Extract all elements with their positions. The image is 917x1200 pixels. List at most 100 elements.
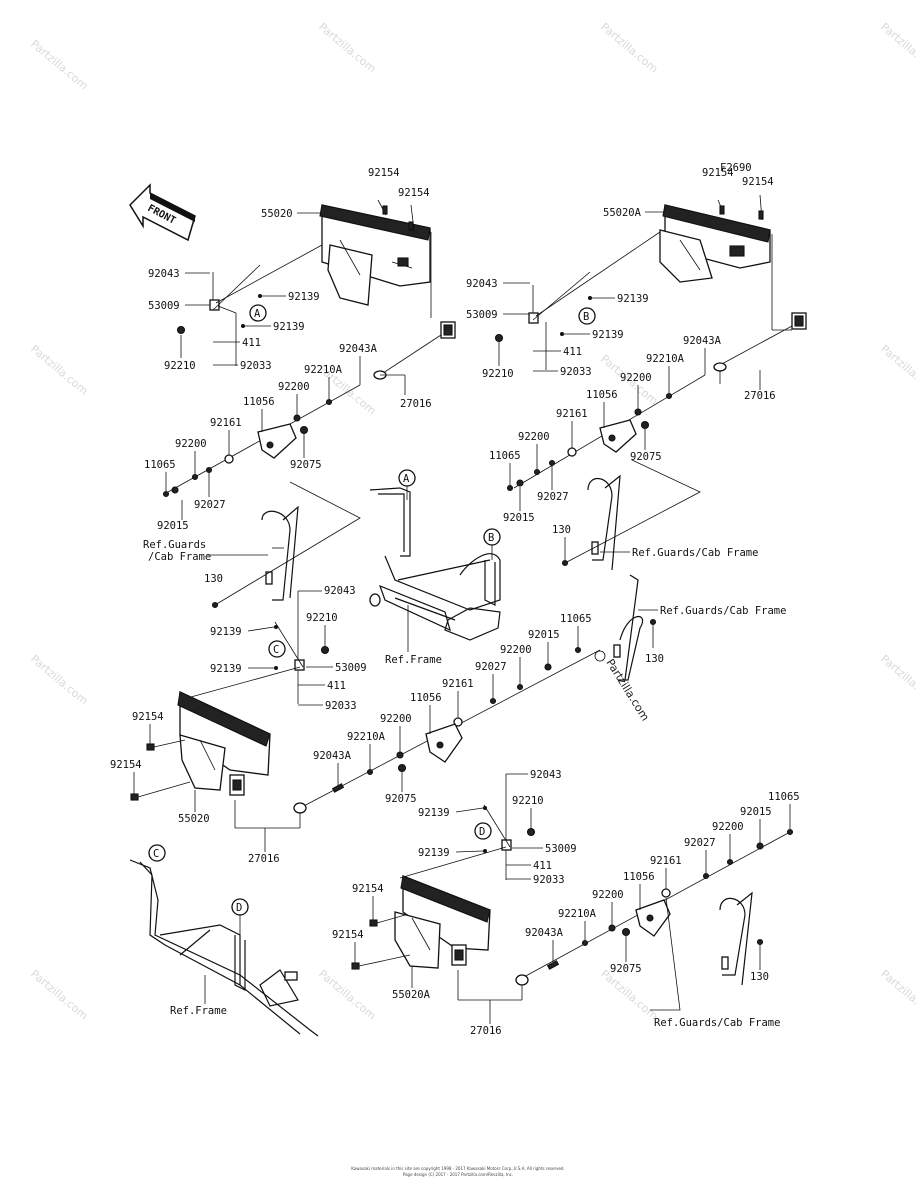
figure-code: F2690 [720,162,752,174]
part-label-92027: 92027 [684,837,716,849]
part-label-92200: 92200 [592,889,624,901]
part-label-11065: 11065 [560,613,592,625]
group-top-right: B 92154 92154 55020A 92043 53009 92139 9… [466,167,807,571]
part-label-130: 130 [750,971,769,983]
mudguard-55020-shape [177,690,271,796]
part-label-92033: 92033 [560,366,592,378]
part-label-92210A: 92210A [646,353,685,365]
part-label-27016: 27016 [744,390,776,402]
part-label-92015: 92015 [503,512,535,524]
part-label-92139: 92139 [418,807,450,819]
part-label-92154: 92154 [398,187,430,199]
callout-D-letter: D [479,826,485,838]
mudguard-55020A-shape [659,204,771,283]
group-middle-frame: A B Ref.Frame [369,469,501,666]
part-label-53009: 53009 [148,300,180,312]
front-direction-arrow: FRONT [129,183,196,242]
partzilla-logo: Partzilla.com [594,650,652,724]
mudguard-55020-shape [319,204,431,306]
ref-guards-cab-frame-label: Ref.Guards/Cab Frame [660,605,786,617]
group-middle-left: C 92043 [110,574,786,865]
part-label-92075: 92075 [610,963,642,975]
part-label-92043: 92043 [148,268,180,280]
callout-C-circle [148,844,166,862]
part-label-92075: 92075 [290,459,322,471]
part-label-92043A: 92043A [525,927,564,939]
part-label-92200: 92200 [278,381,310,393]
watermark-text: Partzilla.com [878,20,917,75]
part-label-92210: 92210 [482,368,514,380]
watermark-text: Partzilla.com [878,967,917,1022]
callout-D-letter: D [236,902,242,914]
part-label-92139: 92139 [288,291,320,303]
part-label-92200: 92200 [620,372,652,384]
part-label-53009: 53009 [335,662,367,674]
group-top-left: A 92154 92154 55020 92043 53009 [143,167,456,609]
callout-C-letter: C [273,644,279,656]
part-label-92210A: 92210A [558,908,597,920]
footer-copyright: Kawasaki materials in this site are copy… [351,1166,564,1171]
watermark-text: Partzilla.com [878,652,917,707]
watermark-text: Partzilla.com [598,967,660,1022]
part-label-92161: 92161 [442,678,474,690]
part-label-11056: 11056 [586,389,618,401]
part-label-92210: 92210 [306,612,338,624]
part-label-55020A: 55020A [392,989,431,1001]
footer-page-design: Page design (C) 2017 - 2017 Partzilla.co… [403,1172,513,1177]
part-label-92161: 92161 [210,417,242,429]
part-label-92043: 92043 [530,769,562,781]
part-label-92139: 92139 [210,663,242,675]
part-label-11065: 11065 [768,791,800,803]
callout-C-circle [268,640,286,658]
part-label-92154: 92154 [352,883,384,895]
watermark-text: Partzilla.com [316,967,378,1022]
part-label-92200: 92200 [518,431,550,443]
part-label-92033: 92033 [240,360,272,372]
callout-C-letter: C [153,848,159,860]
part-label-92154: 92154 [110,759,142,771]
part-label-92210: 92210 [512,795,544,807]
part-label-411: 411 [563,346,582,358]
part-label-92027: 92027 [537,491,569,503]
callout-D-circle [474,822,492,840]
part-label-92154: 92154 [702,167,734,179]
ref-guards-label: Ref.Guards [143,539,206,551]
part-label-92033: 92033 [325,700,357,712]
part-label-92043: 92043 [324,585,356,597]
callout-B-letter: B [583,311,589,323]
watermark-text: Partzilla.com [28,967,90,1022]
part-label-92027: 92027 [475,661,507,673]
part-label-92139: 92139 [273,321,305,333]
part-label-55020: 55020 [178,813,210,825]
part-label-92161: 92161 [556,408,588,420]
watermark-text: Partzilla.com [316,20,378,75]
part-label-92027: 92027 [194,499,226,511]
ref-guards-cab-frame-label: Ref.Guards/Cab Frame [632,547,758,559]
part-label-92043: 92043 [466,278,498,290]
part-label-92139: 92139 [418,847,450,859]
part-label-11056: 11056 [410,692,442,704]
part-label-130: 130 [204,573,223,585]
part-label-92139: 92139 [210,626,242,638]
part-label-92200: 92200 [380,713,412,725]
part-label-92200: 92200 [712,821,744,833]
part-label-53009: 53009 [466,309,498,321]
part-label-92154: 92154 [368,167,400,179]
part-label-92043A: 92043A [683,335,722,347]
part-label-92161: 92161 [650,855,682,867]
ref-guards-cab-frame-label: Ref.Guards/Cab Frame [654,1017,780,1029]
ref-cab-frame-label: /Cab Frame [148,551,211,563]
part-label-411: 411 [533,860,552,872]
part-label-411: 411 [327,680,346,692]
part-label-11056: 11056 [623,871,655,883]
part-label-92033: 92033 [533,874,565,886]
part-label-92015: 92015 [157,520,189,532]
part-label-92043A: 92043A [339,343,378,355]
part-label-53009: 53009 [545,843,577,855]
part-label-130: 130 [552,524,571,536]
part-label-92154: 92154 [742,176,774,188]
part-label-92210: 92210 [164,360,196,372]
logo-text: Partzilla.com [603,657,651,724]
callout-B-circle [578,307,596,325]
